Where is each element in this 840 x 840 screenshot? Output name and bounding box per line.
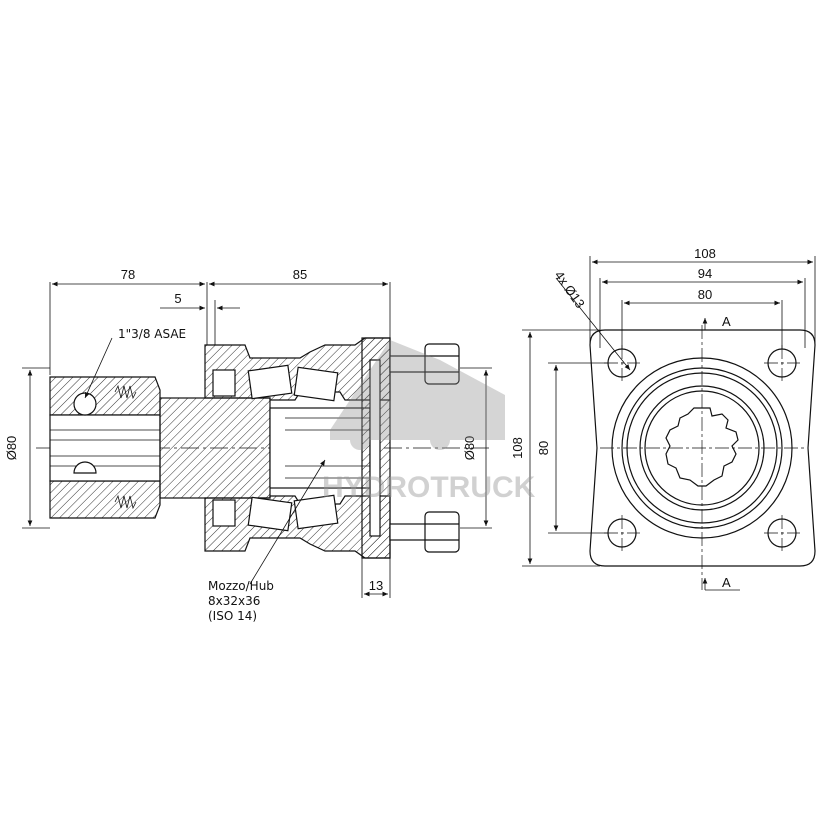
side-section-view (36, 337, 490, 559)
stud-lower (389, 511, 460, 553)
side-dimensions (22, 281, 492, 598)
coupling-upper-wall (49, 376, 161, 416)
dim-vertical-inner: 80 (536, 441, 551, 455)
dim-diameter-left: Ø80 (4, 436, 19, 461)
section-label-top: A (722, 314, 731, 329)
dim-length-left: 78 (121, 267, 135, 282)
dim-flange-thickness: 13 (369, 578, 383, 593)
section-label-bottom: A (722, 575, 731, 590)
main-shaft (159, 397, 271, 499)
front-centerlines (600, 325, 804, 590)
bearing-upper (212, 364, 339, 402)
flange-gap (369, 359, 381, 537)
dim-diameter-right: Ø80 (462, 436, 477, 461)
dim-middle-width: 94 (698, 266, 712, 281)
detent-ball-lower (73, 461, 97, 474)
dim-inner-width: 80 (698, 287, 712, 302)
dim-bolt-holes: 4x Ø13 (552, 268, 588, 311)
coupling-lower-wall (49, 480, 161, 519)
dim-vertical-outer: 108 (510, 437, 525, 459)
detent-ball-upper (73, 392, 97, 416)
hub-bore (269, 407, 371, 489)
bearing-lower (212, 494, 339, 532)
coupling-bore (49, 414, 161, 482)
dim-length-right: 85 (293, 267, 307, 282)
dim-offset: 5 (174, 291, 181, 306)
spring-upper (114, 384, 137, 400)
label-hub-line2: 8x32x36 (208, 594, 260, 608)
stud-upper (389, 343, 460, 385)
watermark-text: HYDROTRUCK (322, 471, 536, 504)
watermark-logo (330, 340, 505, 450)
spring-lower (114, 494, 137, 510)
spline-profile (665, 407, 739, 487)
dim-outer-width: 108 (694, 246, 716, 261)
label-hub-line3: (ISO 14) (208, 609, 257, 623)
label-shaft-spec: 1"3/8 ASAE (118, 327, 186, 341)
label-hub-line1: Mozzo/Hub (208, 579, 274, 593)
front-dimensions (522, 256, 816, 591)
